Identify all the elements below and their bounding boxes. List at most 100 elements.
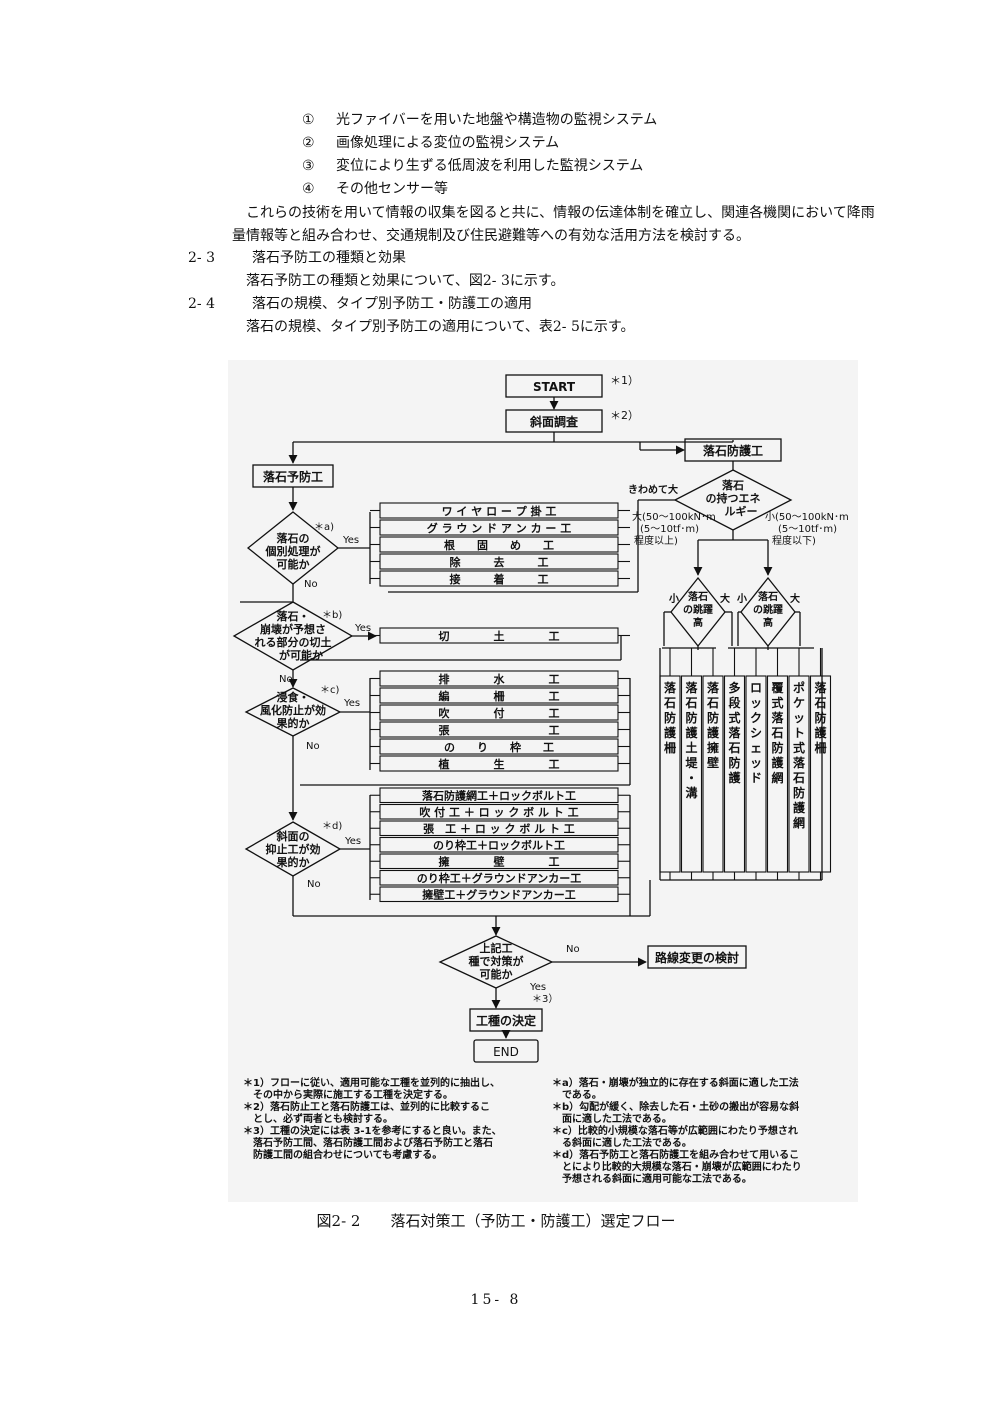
protection-column-char: 防 — [707, 710, 719, 725]
prevention-label: 落石予防工 — [263, 469, 323, 484]
protection-column-char: 護 — [814, 725, 827, 740]
protection-column-char: ッ — [750, 696, 762, 710]
jump-left-1: 落石 — [688, 590, 708, 603]
protection-column-char: 防 — [814, 710, 826, 725]
note-right-line: る斜面に適した工法である。 — [552, 1136, 692, 1149]
protection-column-char: 式 — [793, 740, 805, 755]
protection-column-char: 擁 — [707, 740, 719, 755]
energy-line-3: ルギー — [725, 504, 758, 518]
d3-line-3: 果的か — [276, 716, 310, 730]
protection-column-char: 網 — [771, 770, 783, 785]
note-left-line: ＊1）フローに従い、適用可能な工種を並列的に抽出し、 — [243, 1076, 500, 1089]
protection-column-char: 石 — [663, 696, 676, 710]
d1-line-2: 個別処理が — [265, 544, 321, 558]
note-right-line: ＊d）落石予防工と落石防護工を組み合わせて用いるこ — [552, 1148, 799, 1161]
protection-column-char: 防 — [664, 710, 676, 725]
d2-line-2: 崩壊が予想さ — [260, 622, 326, 636]
d5-no: No — [566, 944, 580, 955]
protection-column-char: シ — [750, 726, 762, 740]
d2-line-3: れる部分の切土 — [255, 635, 332, 649]
protection-column-char: 石 — [770, 726, 783, 740]
protection-column-char: ッ — [793, 711, 805, 725]
protection-column-char: 溝 — [685, 785, 697, 800]
restraint-option-label: 吹 付 工 ＋ ロ ッ ク ボ ル ト 工 — [419, 805, 578, 819]
paragraph-line-2: 量情報等と組み合わせ、交通規制及び住民避難等への有効な活用方法を検討する。 — [232, 228, 750, 244]
restraint-option-label: のり枠工＋グラウンドアンカー工 — [417, 871, 582, 885]
note-right-line: ＊a）落石・崩壊が独立的に存在する斜面に適した工法 — [552, 1076, 799, 1089]
protection-column-char: 落 — [707, 680, 720, 695]
d4-line-3: 果的か — [276, 855, 310, 869]
slope-survey-label: 斜面調査 — [529, 414, 579, 429]
protection-column-char: ク — [750, 711, 762, 725]
note-right-line: ＊c）比較的小規模な落石等が広範囲にわたり予想され — [552, 1124, 798, 1137]
protection-column-char: ト — [793, 726, 805, 740]
decide-label: 工種の決定 — [476, 1013, 536, 1028]
large-energy-3: 程度以上) — [634, 534, 678, 547]
erosion-option-label: 編 柵 工 — [439, 689, 560, 703]
d3-no: No — [306, 741, 320, 752]
protection-column-char: 堤 — [685, 755, 698, 770]
protection-column-char: 護 — [771, 755, 784, 770]
protection-column-char: 護 — [728, 770, 741, 785]
jump-right-2: の跳躍 — [753, 603, 783, 616]
d4-yes: Yes — [344, 836, 361, 847]
d1-star: ＊a) — [314, 522, 334, 533]
energy-line-2: の持つエネ — [706, 491, 761, 505]
protection-column-char: ポ — [793, 680, 805, 695]
note-right-line: ＊b）勾配が緩く、除去した石・土砂の搬出が容易な斜 — [552, 1100, 799, 1113]
prevention-option-label: 根 固 め 工 — [444, 538, 554, 552]
protection-column-char: 護 — [685, 725, 698, 740]
prevention-option-label: 接 着 工 — [450, 572, 549, 586]
protection-column-char: 石 — [727, 741, 740, 755]
note-right-line: 予想される斜面に適用可能な工法である。 — [552, 1172, 752, 1185]
protection-column-char: ケ — [793, 696, 805, 710]
protection-column-char: 石 — [813, 696, 826, 710]
d4-line-2: 抑止工が効 — [266, 842, 321, 856]
d3-line-2: 風化防止が効 — [260, 703, 326, 717]
paragraph-line-1: これらの技術を用いて情報の収集を図ると共に、情報の伝達体制を確立し、関連各機関に… — [246, 205, 875, 221]
protection-label: 落石防護工 — [703, 443, 763, 458]
figure-background — [228, 360, 858, 1202]
protection-column-char: ・ — [685, 771, 697, 785]
small-label-2: 小 — [736, 592, 747, 605]
erosion-option-label: 吹 付 工 — [439, 706, 560, 720]
protection-column-char: 式 — [728, 710, 740, 725]
d1-line-1: 落石の — [277, 531, 310, 545]
d2-line-1: 落石・ — [277, 609, 310, 623]
protection-column-char: 土 — [685, 740, 697, 755]
protection-column-char: ェ — [750, 741, 762, 755]
small-energy-1: 小(50～100kN･m — [765, 511, 849, 523]
d4-line-1: 斜面の — [276, 829, 310, 843]
star1-label: ＊1） — [610, 374, 639, 387]
prevention-option-label: グ ラ ウ ン ド ア ン カ ー 工 — [427, 521, 571, 535]
protection-column-char: 壁 — [707, 755, 719, 770]
d5-line-2: 種で対策が — [469, 954, 524, 968]
selection-flowchart: ワ イ ヤ ロ ー プ 掛 工グ ラ ウ ン ド ア ン カ ー 工根 固 め … — [228, 360, 858, 1202]
d4-star: ＊d) — [322, 821, 342, 832]
page-number: 15- 8 — [470, 1292, 522, 1308]
d2-line-4: が可能か — [279, 648, 323, 662]
note-left-line: ＊3）工種の決定には表 3-1を参考にすると良い。また、 — [243, 1124, 502, 1137]
prevention-option-label: 除 去 工 — [450, 555, 549, 569]
erosion-option-label: の り 枠 工 — [444, 740, 554, 754]
jump-right-1: 落石 — [758, 590, 778, 603]
d1-line-3: 可能か — [277, 557, 310, 571]
erosion-option-label: 張 工 — [439, 724, 560, 737]
protection-column-char: 式 — [771, 695, 783, 710]
protection-column-char: 落 — [685, 680, 698, 695]
d4-no: No — [307, 879, 321, 890]
jump-left-2: の跳躍 — [683, 603, 713, 616]
protection-column-char: 網 — [793, 815, 805, 830]
restraint-option-label: 擁壁工＋グラウンドアンカー工 — [422, 888, 576, 902]
protection-column-char: 段 — [728, 695, 741, 710]
protection-column-char: 落 — [793, 755, 806, 770]
note-right-line: 面に適した工法である。 — [552, 1112, 672, 1125]
note-left-line: 防護工間の組合わせについても考慮する。 — [243, 1148, 442, 1161]
route-change-label: 路線変更の検討 — [655, 950, 739, 965]
d5-yes: Yes — [529, 982, 546, 993]
figure-caption: 図2- 2 落石対策工（予防工・防護工）選定フロー — [316, 1212, 676, 1230]
erosion-option-label: 排 水 工 — [439, 672, 560, 686]
